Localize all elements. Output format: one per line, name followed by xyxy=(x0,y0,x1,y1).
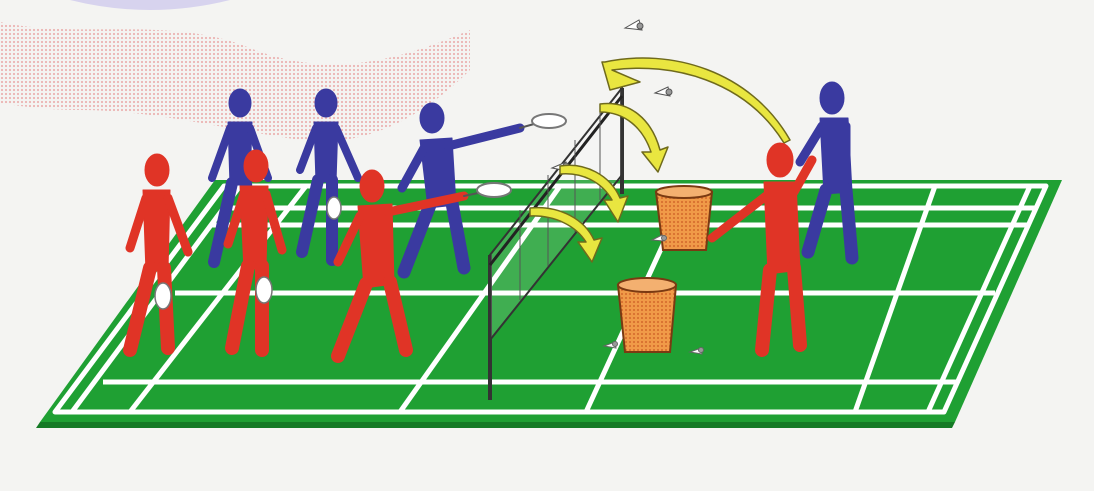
court-edge xyxy=(36,422,955,428)
racket-icon xyxy=(256,277,272,303)
shuttlecock-icon xyxy=(625,20,643,30)
arrow-top xyxy=(602,58,790,143)
lavender-swirl xyxy=(70,0,230,10)
bucket-near xyxy=(618,278,676,352)
racket-icon xyxy=(155,283,171,309)
racket-icon xyxy=(532,114,566,128)
shuttlecock-icon xyxy=(655,87,672,96)
racket-icon xyxy=(477,183,511,197)
racket-icon xyxy=(327,197,341,219)
background-decoration xyxy=(0,0,470,142)
